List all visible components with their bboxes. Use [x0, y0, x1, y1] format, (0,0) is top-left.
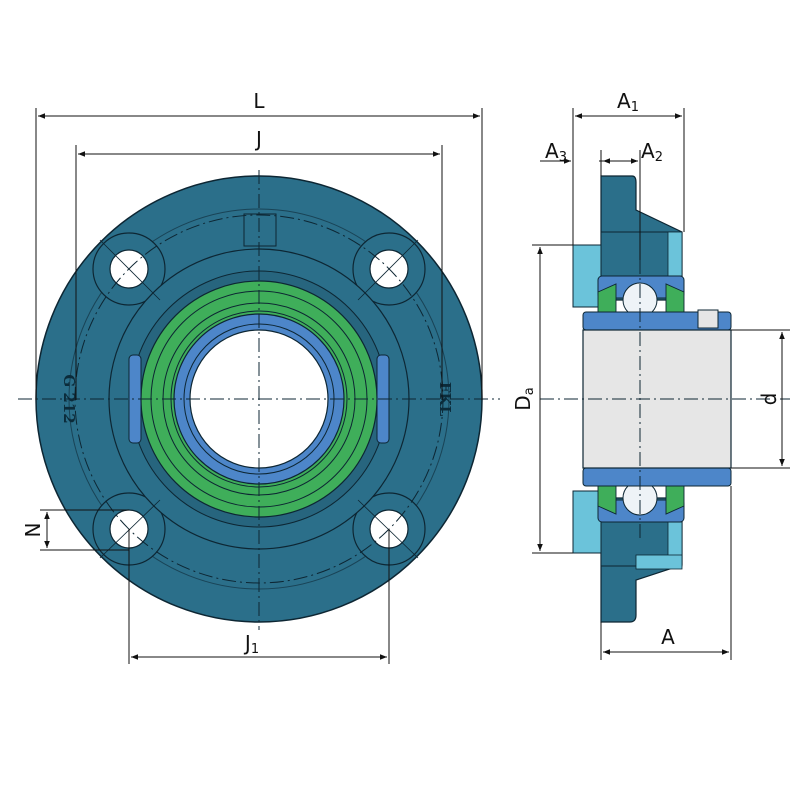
side-dimensions — [532, 108, 790, 660]
grease-nipple-seat — [243, 213, 277, 247]
label-Da: Da — [511, 387, 537, 410]
spigot-section-top — [572, 244, 602, 308]
label-A: A — [661, 625, 675, 649]
spigot-section-bottom — [572, 490, 602, 554]
set-screw — [697, 309, 719, 329]
hole-centerline-1 — [99, 239, 161, 301]
label-J: J — [254, 127, 262, 151]
hole-centerline-4 — [357, 499, 419, 559]
label-d: d — [757, 393, 781, 406]
label-A3: A3 — [545, 139, 567, 165]
side-view — [540, 175, 790, 623]
label-L: L — [253, 89, 265, 113]
label-J1: J1 — [243, 631, 259, 657]
label-A1: A1 — [617, 89, 639, 115]
label-A2: A2 — [641, 139, 663, 165]
hole-centerline-2 — [357, 239, 419, 301]
front-dimensions — [35, 108, 483, 664]
front-view: G 212 FKL — [18, 170, 500, 630]
housing-cyan-top — [667, 231, 683, 277]
hole-centerline-3 — [99, 499, 161, 559]
label-N: N — [21, 523, 45, 538]
cast-mark-left: G 212 — [60, 374, 78, 423]
inner-ring-bottom — [582, 467, 732, 487]
housing-lip-bottom — [635, 554, 683, 570]
cast-mark-right: FKL — [436, 382, 454, 417]
